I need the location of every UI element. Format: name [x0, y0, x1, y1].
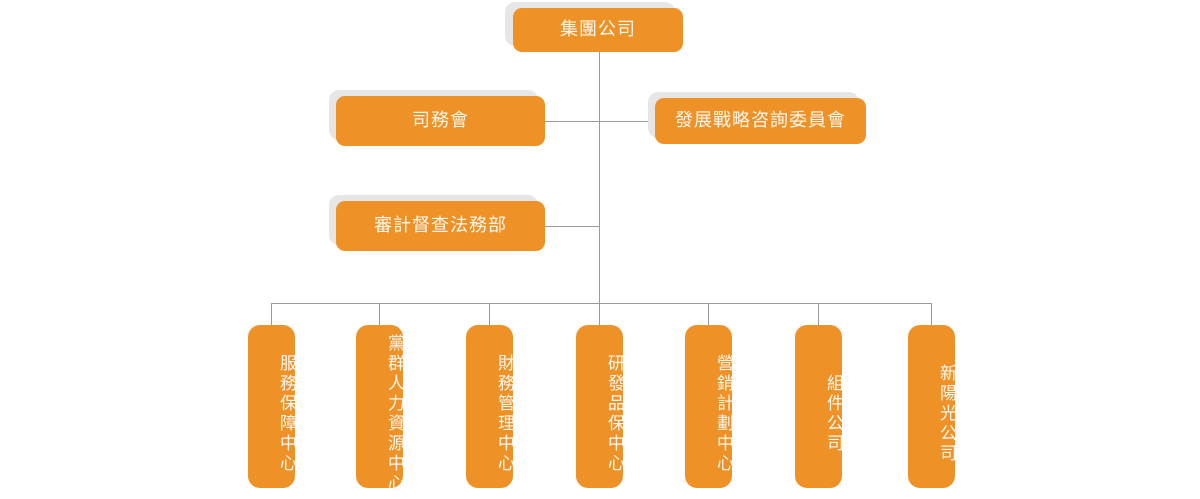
- connector-drop-service: [271, 303, 272, 325]
- connector-bus-bottom: [271, 303, 932, 304]
- node-rnd-center[interactable]: 研發品保中心: [576, 325, 624, 488]
- node-module-company[interactable]: 組件公司: [795, 325, 843, 488]
- node-service-center[interactable]: 服務保障中心: [248, 325, 296, 488]
- node-advisory-committee[interactable]: 發展戰略咨詢委員會: [655, 98, 866, 144]
- connector-drop-hr: [379, 303, 380, 325]
- connector-trunk-main: [599, 48, 600, 303]
- connector-drop-newsun: [931, 303, 932, 325]
- node-label: 司務會: [412, 110, 469, 132]
- node-label: 研發品保中心: [604, 353, 624, 474]
- connector-drop-finance: [489, 303, 490, 325]
- node-label: 發展戰略咨詢委員會: [675, 110, 846, 132]
- connector-drop-module: [818, 303, 819, 325]
- node-label: 集團公司: [560, 19, 636, 41]
- node-group-company[interactable]: 集團公司: [513, 8, 683, 52]
- node-newsun-company[interactable]: 新陽光公司: [908, 325, 956, 488]
- node-marketing-center[interactable]: 營銷計劃中心: [685, 325, 733, 488]
- node-hr-center[interactable]: 黨群人力資源中心: [356, 325, 404, 494]
- node-label: 財務管理中心: [494, 353, 514, 474]
- node-label: 服務保障中心: [276, 353, 296, 474]
- node-label: 黨群人力資源中心: [384, 333, 404, 494]
- node-label: 組件公司: [823, 373, 843, 454]
- connector-drop-rnd: [599, 303, 600, 325]
- node-label: 新陽光公司: [936, 363, 956, 464]
- node-siwuhui[interactable]: 司務會: [336, 96, 545, 146]
- connector-drop-marketing: [708, 303, 709, 325]
- connector-to-siwuhui: [545, 121, 600, 122]
- connector-to-advisory: [599, 121, 654, 122]
- node-finance-center[interactable]: 財務管理中心: [466, 325, 514, 488]
- node-audit-legal-dept[interactable]: 審計督查法務部: [336, 201, 545, 251]
- node-label: 營銷計劃中心: [713, 353, 733, 474]
- node-label: 審計督查法務部: [374, 215, 507, 237]
- connector-to-audit: [545, 226, 600, 227]
